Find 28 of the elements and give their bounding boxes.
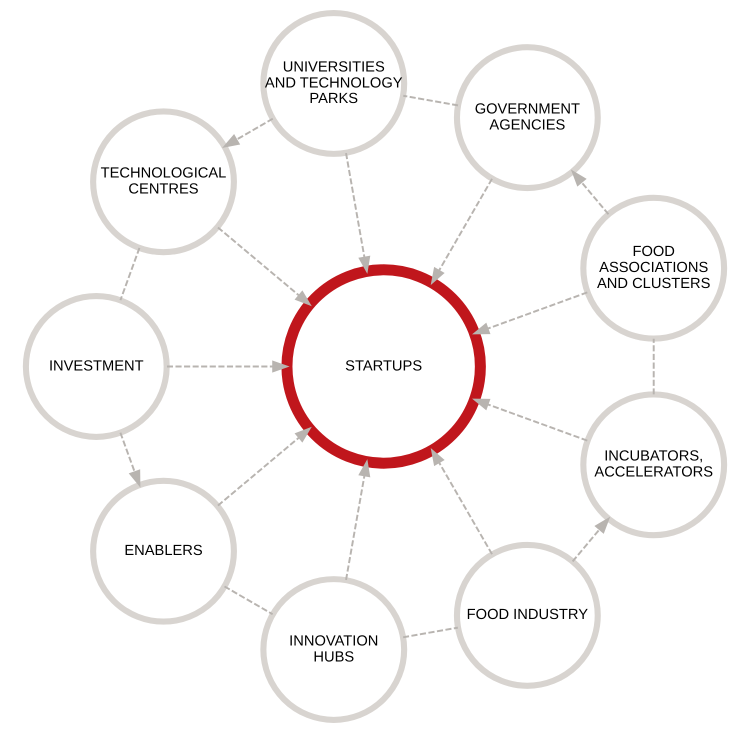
- arrow: [570, 169, 610, 215]
- node-circle: INVESTMENT: [22, 293, 170, 440]
- node-circle: STARTUPS: [281, 264, 486, 469]
- arrow: [472, 291, 588, 334]
- arrow: [472, 398, 588, 442]
- node-circle: UNIVERSITIES AND TECHNOLOGY PARKS: [260, 10, 408, 157]
- arrow: [572, 516, 610, 562]
- node-circle: INCUBATORS, ACCELERATORS: [580, 391, 728, 538]
- arrow: [217, 426, 312, 506]
- arrow: [430, 448, 493, 555]
- node-circle: FOOD INDUSTRY: [454, 542, 601, 689]
- node-circle: INNOVATION HUBS: [260, 576, 408, 723]
- arrow: [119, 432, 140, 488]
- arrow: [166, 360, 290, 373]
- connector: [403, 94, 458, 106]
- node-circle: TECHNOLOGICAL CENTRES: [90, 108, 237, 256]
- arrow: [217, 226, 312, 306]
- node-circle: ENABLERS: [90, 478, 237, 625]
- arrow: [345, 459, 370, 580]
- arrow: [430, 178, 493, 286]
- arrow: [345, 152, 370, 274]
- node-circle: GOVERNMENT AGENCIES: [454, 44, 601, 192]
- node-circle: FOOD ASSOCIATIONS AND CLUSTERS: [580, 194, 728, 342]
- arrow: [222, 118, 274, 148]
- connector: [652, 338, 655, 394]
- connector: [120, 248, 140, 301]
- connector: [224, 586, 274, 616]
- connector: [402, 626, 458, 638]
